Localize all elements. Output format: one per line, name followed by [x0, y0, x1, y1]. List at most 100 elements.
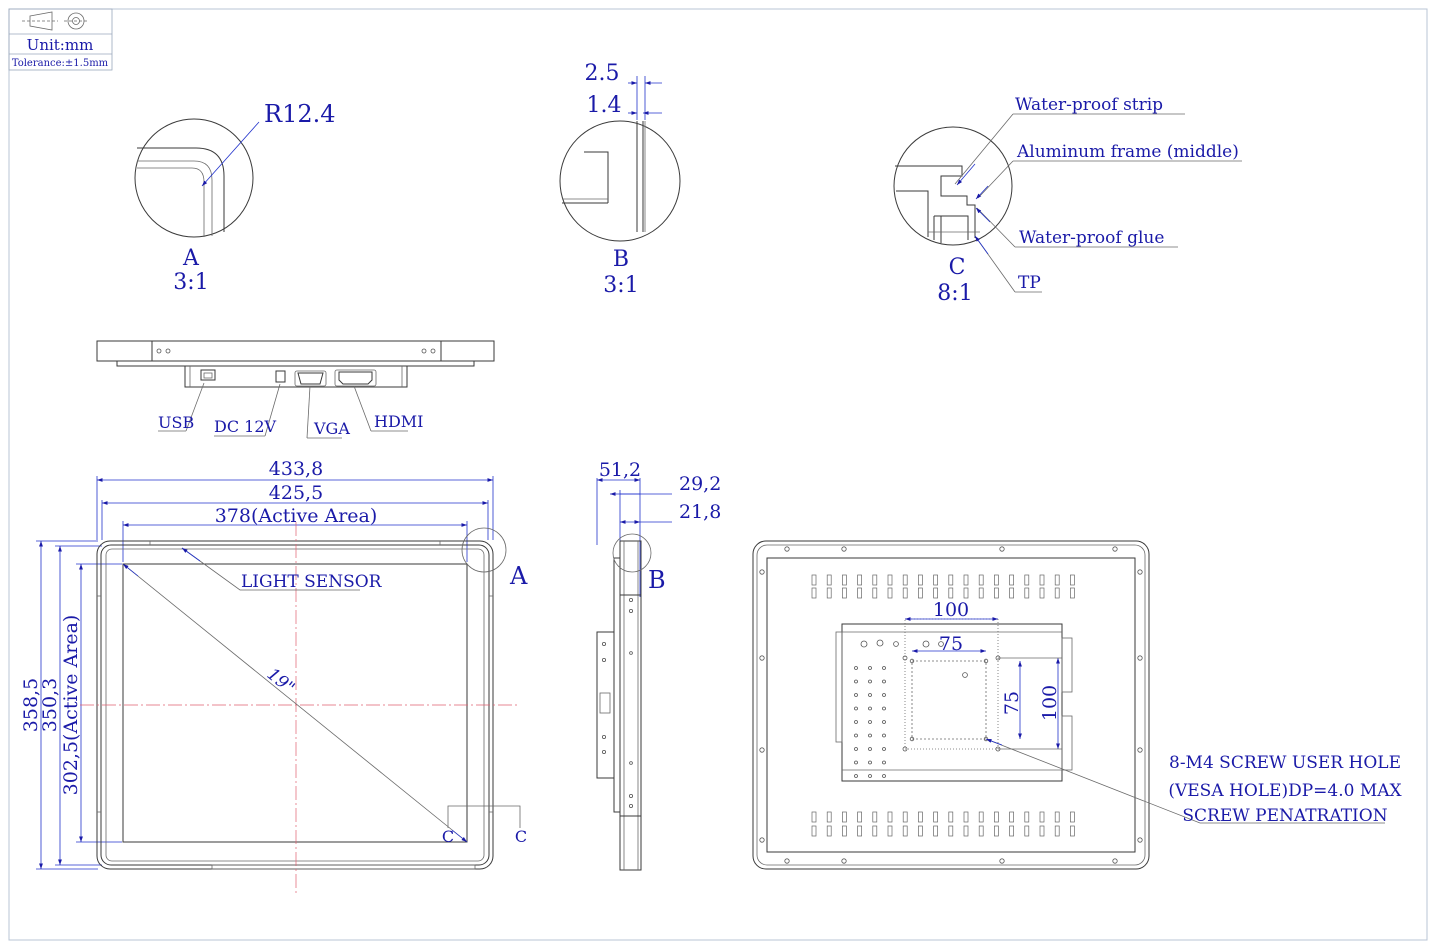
vent-slot	[811, 574, 817, 586]
screw-hole	[1137, 655, 1143, 661]
vent-slot	[1009, 587, 1014, 599]
vent-slot	[1054, 574, 1060, 586]
section-c-marker-right: C	[515, 827, 527, 846]
vent-slot	[811, 825, 817, 837]
screw-hole	[784, 546, 790, 552]
detail-b: 2.5 1.4 B 3:1	[559, 61, 681, 298]
dim-width-inner: 425,5	[269, 482, 323, 504]
vent-slot	[1039, 574, 1045, 586]
vent-slot	[1039, 811, 1045, 823]
callout-waterproof-glue: Water-proof glue	[1019, 228, 1164, 248]
screw-hole	[759, 655, 765, 661]
screw-hole	[1137, 837, 1143, 843]
detail-a-radius: R12.4	[264, 100, 336, 128]
tolerance-label: Tolerance:±1.5mm	[12, 58, 109, 69]
section-c-marker-left: C	[442, 827, 454, 846]
screw-hole	[999, 858, 1005, 864]
port-label-hdmi: HDMI	[374, 412, 423, 431]
callout-aluminum-frame: Aluminum frame (middle)	[1016, 142, 1239, 162]
screw-hole	[784, 858, 790, 864]
plate-hole	[882, 747, 886, 751]
vent-slot	[811, 587, 817, 599]
vent-slot	[1009, 574, 1014, 586]
screw-hole	[841, 858, 847, 864]
vent-slot	[1054, 811, 1060, 823]
vent-slot	[826, 574, 832, 586]
vent-slot	[842, 587, 847, 599]
callout-tp: TP	[1018, 273, 1041, 293]
detail-b-scale: 3:1	[603, 273, 638, 298]
vent-slot	[963, 574, 969, 586]
vent-slot	[902, 825, 908, 837]
vent-slot	[857, 574, 862, 586]
rear-hole-grid	[854, 666, 886, 778]
vent-slot	[842, 811, 847, 823]
vent-slot	[1024, 811, 1030, 823]
hdmi-port-icon	[334, 369, 377, 387]
plate-hole	[882, 693, 886, 697]
detail-b-dim-top: 2.5	[585, 61, 620, 86]
vent-slot	[1054, 825, 1060, 837]
vent-slot	[826, 811, 832, 823]
rear-vents	[811, 574, 1075, 837]
bottom-view: USB DC 12V VGA HDMI	[96, 340, 495, 439]
vent-slot	[918, 587, 923, 599]
vent-slot	[918, 574, 923, 586]
plate-hole	[882, 774, 886, 778]
vent-slot	[826, 825, 832, 837]
vent-slot	[933, 811, 938, 823]
dim-width-overall: 433,8	[269, 458, 323, 480]
detail-c: Water-proof strip Aluminum frame (middle…	[893, 95, 1242, 306]
vga-port-icon	[294, 370, 327, 387]
vent-slot	[1009, 825, 1014, 837]
detail-a-scale: 3:1	[173, 270, 208, 295]
rear-screws	[759, 546, 1143, 864]
vent-slot	[872, 811, 878, 823]
plate-hole	[854, 693, 858, 697]
vent-slot	[1024, 574, 1030, 586]
vent-slot	[933, 587, 938, 599]
vent-slot	[978, 811, 984, 823]
dc-port-icon	[275, 370, 286, 383]
vent-slot	[1070, 811, 1075, 823]
screw-hole	[1137, 747, 1143, 753]
vent-slot	[1054, 587, 1060, 599]
sheet-border	[8, 8, 1428, 941]
vent-slot	[963, 811, 969, 823]
screw-hole	[1112, 858, 1118, 864]
screw-hole	[759, 569, 765, 575]
front-view: 433,8 425,5 378(Active Area) 358,5 350,3…	[20, 458, 528, 895]
plate-hole	[854, 720, 858, 724]
plate-hole	[868, 774, 872, 778]
plate-hole	[854, 747, 858, 751]
detail-b-label: B	[613, 247, 629, 272]
vent-slot	[1009, 811, 1014, 823]
vent-slot	[902, 574, 908, 586]
callout-waterproof-strip: Water-proof strip	[1015, 95, 1163, 115]
vent-slot	[994, 825, 999, 837]
detail-b-marker: B	[648, 566, 666, 594]
screw-hole	[841, 546, 847, 552]
vent-slot	[872, 574, 878, 586]
plate-hole	[868, 733, 872, 738]
vent-slot	[963, 825, 969, 837]
detail-a-marker: A	[509, 562, 528, 590]
dim-height-active: 302,5(Active Area)	[60, 615, 82, 796]
vent-slot	[994, 574, 999, 586]
vent-slot	[918, 811, 923, 823]
vesa-note-line2: (VESA HOLE)DP=4.0 MAX	[1168, 781, 1402, 801]
plate-hole	[854, 679, 858, 684]
vent-slot	[994, 587, 999, 599]
vent-slot	[887, 811, 893, 823]
vent-slot	[1070, 825, 1075, 837]
port-label-usb: USB	[158, 413, 194, 432]
vent-slot	[1024, 587, 1030, 599]
vent-slot	[948, 574, 954, 586]
vent-slot	[948, 587, 954, 599]
plate-hole	[868, 720, 872, 724]
detail-b-dim-bottom: 1.4	[587, 93, 622, 118]
vent-slot	[842, 825, 847, 837]
detail-c-scale: 8:1	[937, 281, 972, 306]
vent-slot	[1070, 587, 1075, 599]
